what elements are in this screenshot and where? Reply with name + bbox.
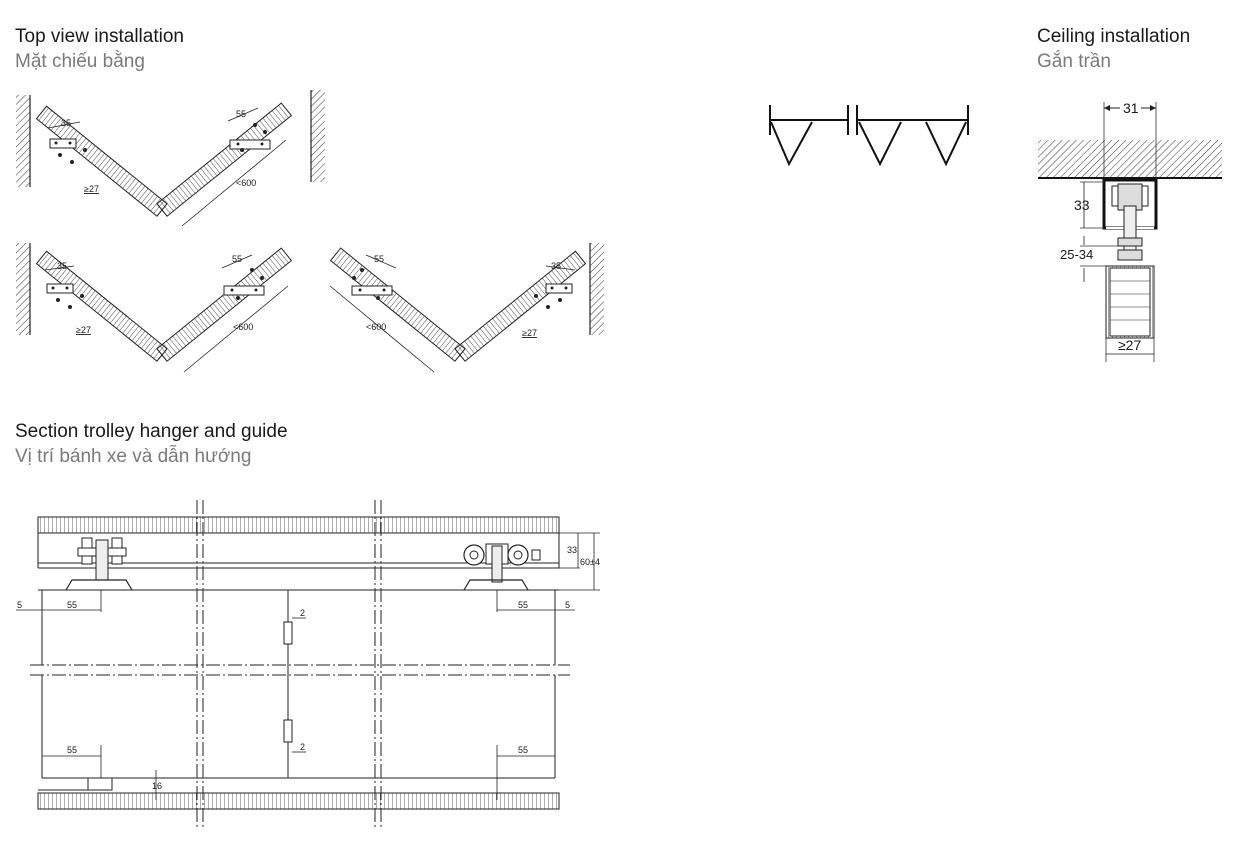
dim-gap-range: 25-34 — [1060, 247, 1093, 262]
top-view-diagram-1: 35 55 ≥27 <600 — [16, 90, 325, 227]
hinge — [283, 621, 293, 645]
dim-panel-width: <600 — [233, 322, 253, 332]
dim-bracket-offset: 55 — [232, 254, 242, 264]
wall-right — [590, 243, 604, 335]
bottom-track — [37, 792, 560, 810]
dim-bottom-guide-height: 16 — [152, 781, 162, 791]
dim-trolley-offset-top-right: 55 — [518, 600, 528, 610]
dim-bracket-offset: 55 — [374, 254, 384, 264]
section-title: Section trolley hanger and guide — [15, 421, 288, 442]
top-view-diagram-3: 35 55 ≥27 <600 — [329, 243, 604, 373]
ceiling-diagram: 31 33 25-34 ≥27 — [1038, 100, 1222, 362]
ceiling-subtitle: Gắn trần — [1037, 51, 1111, 72]
trolley-bracket — [223, 285, 265, 296]
fold-schematic — [769, 105, 969, 167]
section-subtitle: Vị trí bánh xe và dẫn hướng — [15, 446, 252, 467]
top-view-diagram-2: 35 55 ≥27 <600 — [16, 243, 293, 373]
dim-trolley-offset-top-left: 55 — [67, 600, 77, 610]
dim-panel-thickness: ≥27 — [1118, 337, 1141, 353]
dim-edge-gap-right: 5 — [565, 600, 570, 610]
dim-trolley-offset-bottom-right: 55 — [518, 745, 528, 755]
hinge — [283, 719, 293, 743]
wall-left — [16, 95, 30, 187]
top-view-title: Top view installation — [15, 26, 184, 47]
dim-section-track-height: 33 — [567, 545, 577, 555]
left-trolley-bolt — [95, 539, 109, 581]
section-diagram: 2 2 55 55 55 55 — [16, 500, 600, 830]
dim-bracket-offset: 55 — [236, 109, 246, 119]
trolley-bracket — [351, 285, 393, 296]
wall-right — [311, 90, 325, 182]
ceiling-hatch — [1038, 140, 1222, 178]
trolley-bracket — [229, 139, 271, 150]
pivot-bracket — [46, 283, 74, 294]
dim-track-height: 33 — [1074, 197, 1090, 213]
top-track — [37, 516, 560, 534]
dim-edge-gap-left: 5 — [17, 600, 22, 610]
dim-panel-thickness: ≥27 — [522, 328, 537, 338]
ceiling-title: Ceiling installation — [1037, 26, 1191, 47]
pivot-bracket — [49, 138, 77, 149]
dim-panel-thickness: ≥27 — [76, 325, 91, 335]
dim-hinge-gap-bottom: 2 — [300, 742, 305, 752]
wall-left — [16, 243, 30, 335]
dim-pivot-offset: 35 — [551, 261, 561, 271]
dim-pivot-offset: 35 — [61, 118, 71, 128]
dim-track-width: 31 — [1123, 100, 1139, 116]
right-trolley-bolt — [491, 545, 503, 583]
hanger-bolt — [1123, 205, 1137, 257]
dim-total-height: 60±4 — [580, 557, 600, 567]
dim-panel-thickness: ≥27 — [84, 184, 99, 194]
dim-pivot-offset: 35 — [57, 261, 67, 271]
pivot-bracket — [545, 283, 573, 294]
dim-panel-width: <600 — [236, 178, 256, 188]
dim-trolley-offset-bottom-left: 55 — [67, 745, 77, 755]
dim-panel-width: <600 — [366, 322, 386, 332]
top-view-subtitle: Mặt chiếu bằng — [15, 51, 145, 72]
dim-hinge-gap-top: 2 — [300, 608, 305, 618]
bottom-guide — [87, 777, 113, 791]
